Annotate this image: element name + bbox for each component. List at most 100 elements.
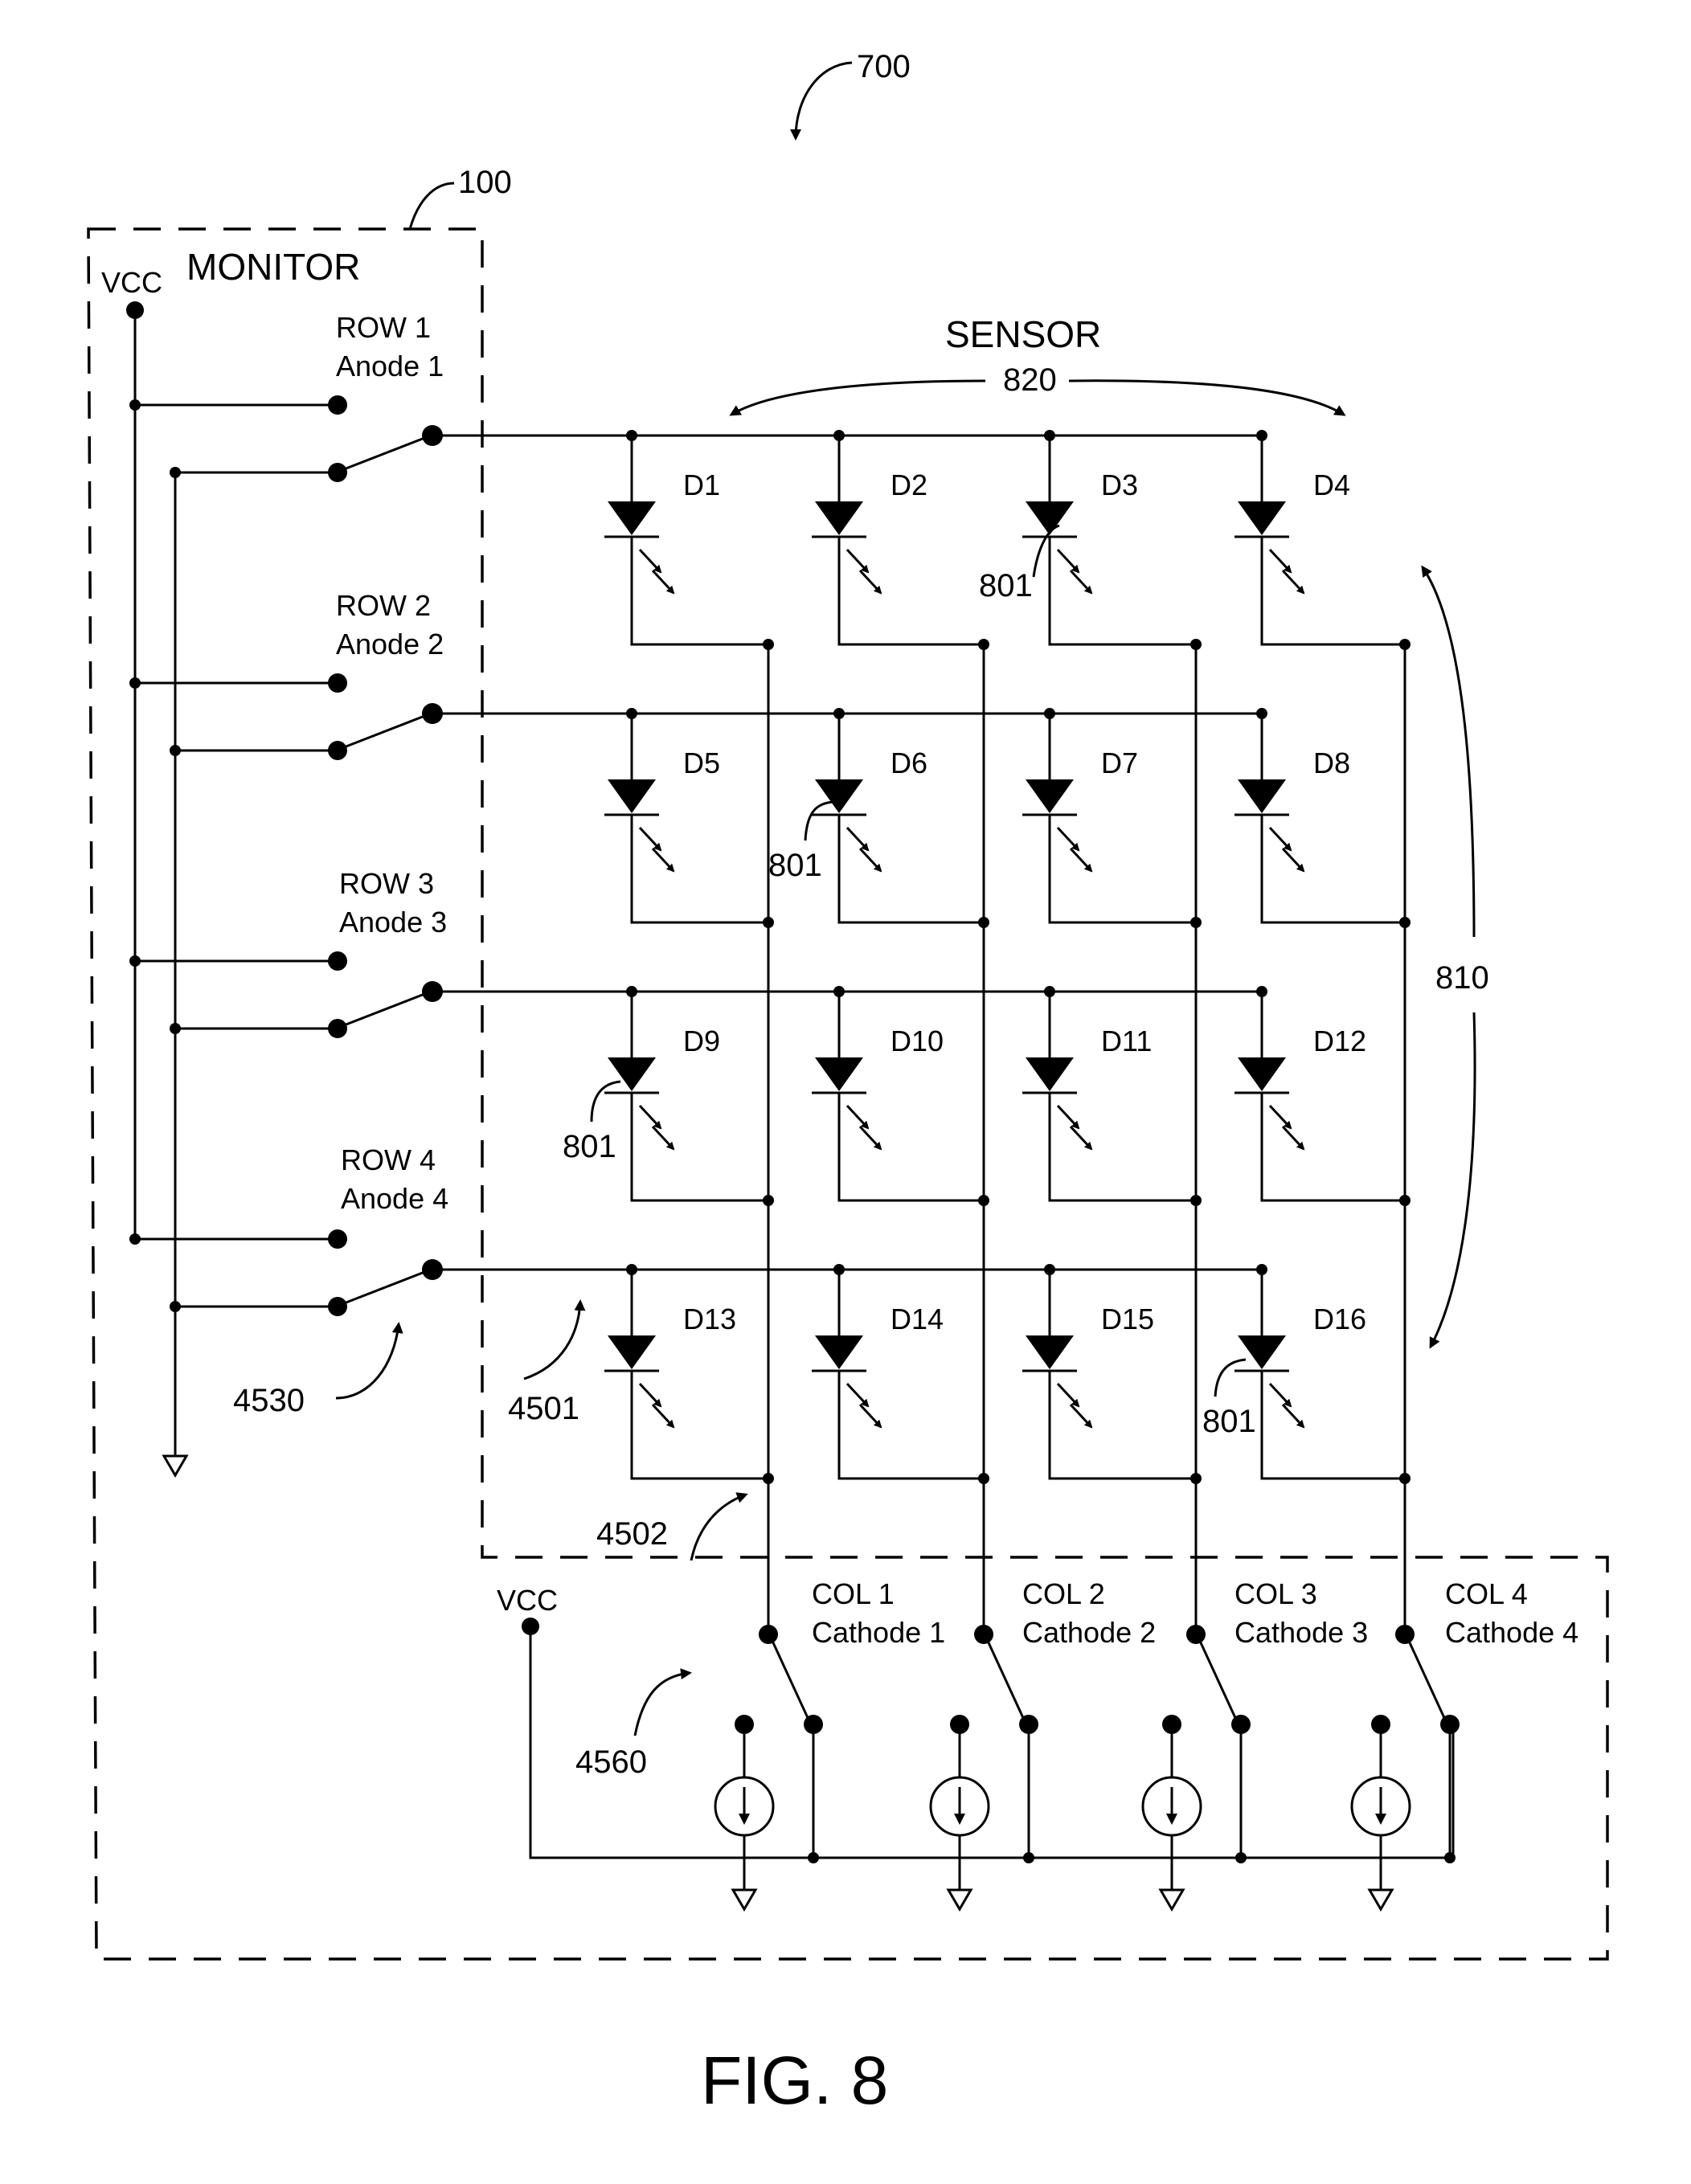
cathode-junction-d4 [1399,639,1411,650]
sensor-title: SENSOR [945,313,1101,355]
diode-d10-label: D10 [891,1025,944,1057]
emission-arrow-d15-b [1069,1403,1093,1429]
anode-1-label: Anode 1 [336,350,444,382]
row-2-labels: ROW 2 Anode 2 [336,589,444,661]
diode-d14-label: D14 [891,1303,944,1335]
sensor-820-right-arrow [1068,379,1346,416]
sensor-820-left-arrow [729,379,986,416]
cathode-lead-d8 [1260,815,1405,924]
emission-arrow-d14-a [846,1382,870,1408]
anode-3-label: Anode 3 [339,906,447,939]
cathode-junction-d2 [978,639,989,650]
diode-d12-icon [1238,1057,1286,1091]
diode-d16-label: D16 [1313,1303,1366,1335]
diode-d7-icon [1026,779,1074,813]
diode-d6-label: D6 [891,746,927,779]
col-4-labels: COL 4 Cathode 4 [1445,1577,1578,1649]
cathode-lead-d7 [1048,815,1196,924]
emission-arrow-d7-a [1056,826,1080,852]
row-2-ground-junction [170,745,181,756]
row-4-ground-contact [328,1297,347,1316]
cathode-lead-d1 [630,537,768,646]
col-3-label: COL 3 [1234,1577,1317,1610]
row-3-ground-junction [170,1023,181,1034]
col-2-label: COL 2 [1022,1577,1105,1610]
row-4-label: ROW 4 [341,1143,436,1176]
col-2-vcc-junction [1023,1852,1034,1863]
diode-d14-icon [815,1335,863,1369]
sensor-horizontal-ref: 820 [1003,362,1057,398]
diode-d15-icon [1026,1335,1074,1369]
row-3-labels: ROW 3 Anode 3 [339,867,447,939]
diode-ref-label-4: 801 [1202,1404,1256,1439]
cathode-lead-d11 [1048,1093,1196,1202]
cathode-lead-d2 [837,537,984,646]
diode-d3-icon [1026,501,1074,535]
diode-d5-label: D5 [683,746,720,779]
row-3-vcc-junction [129,955,141,967]
diode-ref-label-3: 801 [563,1129,616,1164]
diode-ref-leader-2 [804,800,833,841]
diode-d7-label: D7 [1101,746,1138,779]
emission-arrow-d11-a [1056,1104,1080,1130]
diode-d1-label: D1 [683,468,720,501]
sensor-vertical-ref: 810 [1435,960,1489,996]
row-4-vcc-contact [328,1229,347,1249]
col-2-labels: COL 2 Cathode 2 [1022,1577,1156,1649]
monitor-ref-leader [408,182,455,230]
diode-d2-icon [815,501,863,535]
driver-vcc-label: VCC [497,1584,558,1617]
cathode-junction-d3 [1190,639,1202,650]
col-2-switch-blade [985,1638,1026,1720]
row-3-switch-blade [343,990,432,1027]
cathode-3-label: Cathode 3 [1234,1616,1368,1649]
diode-d5-icon [608,779,656,813]
emission-arrow-d2-a [846,548,870,574]
diode-ref-leader-3 [590,1080,621,1123]
cathode-line-ref-arrow [690,1492,748,1561]
emission-arrow-d2-b [858,569,882,595]
emission-arrow-d12-a [1268,1104,1292,1130]
emission-arrow-d8-a [1268,826,1292,852]
col-4-vcc-junction [1444,1852,1456,1863]
diode-ref-label-1: 801 [979,568,1033,603]
col-2-ground-icon [946,1888,973,1912]
diode-d13-icon [608,1335,656,1369]
row-1-switch-blade [343,434,432,471]
emission-arrow-d11-b [1069,1125,1093,1151]
diode-d1-icon [608,501,656,535]
emission-arrow-d10-b [858,1125,882,1151]
emission-arrow-d3-b [1069,569,1093,595]
emission-arrow-d5-b [651,847,675,873]
row-3-vcc-contact [328,951,347,971]
row-2-vcc-contact [328,673,347,693]
diode-d4-icon [1238,501,1286,535]
emission-arrow-d15-a [1056,1382,1080,1408]
col-1-label: COL 1 [812,1577,895,1610]
emission-arrow-d4-b [1281,569,1305,595]
diode-d12-label: D12 [1313,1025,1366,1057]
cathode-lead-d14 [837,1371,984,1480]
anode-2-label: Anode 2 [336,628,444,661]
monitor-ref-label: 100 [458,165,512,200]
cathode-lead-d5 [630,815,768,924]
emission-arrow-d9-a [638,1104,662,1130]
emission-arrow-d13-a [638,1382,662,1408]
emission-arrow-d7-b [1069,847,1093,873]
row-1-labels: ROW 1 Anode 1 [336,311,444,382]
col-3-labels: COL 3 Cathode 3 [1234,1577,1368,1649]
cathode-lead-d3 [1048,537,1196,646]
row-4-switch-blade [343,1268,432,1305]
diode-d11-label: D11 [1101,1025,1152,1057]
emission-arrow-d6-a [846,826,870,852]
cathode-line-ref-label: 4502 [596,1516,668,1552]
cathode-lead-d13 [630,1371,768,1480]
monitor-vcc-label: VCC [101,266,162,299]
col-4-switch-blade [1406,1638,1447,1720]
diode-d9-icon [608,1057,656,1091]
figure-ref-arrow [790,61,853,141]
col-4-ground-icon [1367,1888,1394,1912]
